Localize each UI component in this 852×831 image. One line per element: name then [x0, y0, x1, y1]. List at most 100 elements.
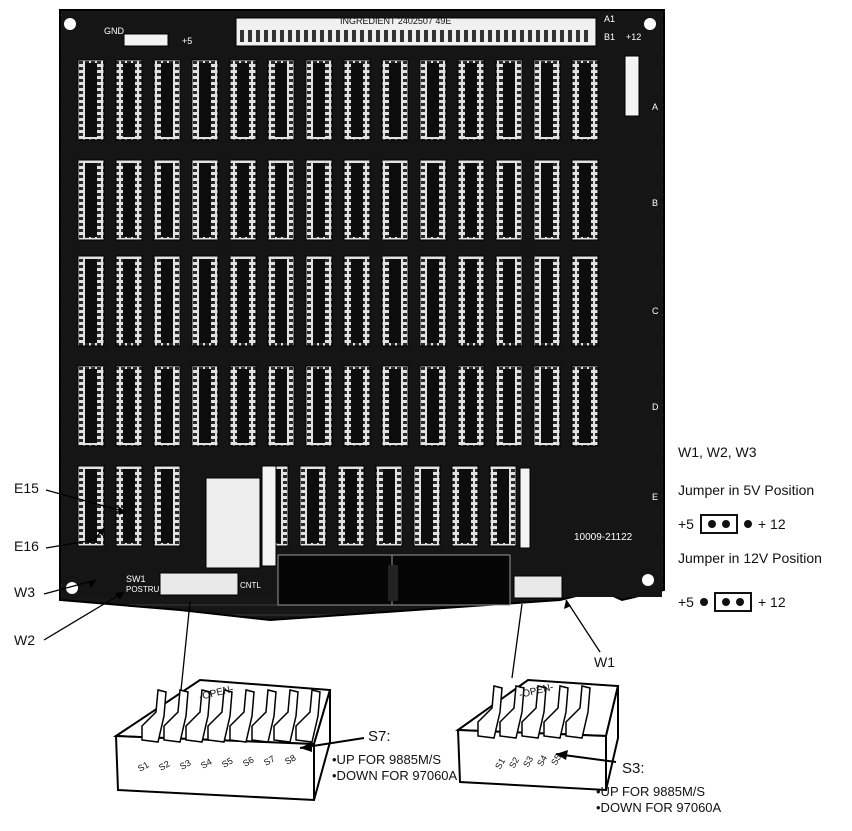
- s3-key-label: S5: [549, 752, 563, 767]
- dip-key: [229, 689, 255, 743]
- ic-chip: [571, 59, 599, 141]
- ic-chip: [153, 255, 181, 347]
- dip-key: [295, 689, 321, 743]
- ic-chip: [337, 465, 365, 547]
- b1-label: B1: [604, 32, 615, 42]
- legend-plus5-label: +5: [678, 516, 694, 532]
- sw1-label: SW1: [126, 574, 146, 584]
- ic-chip: [267, 59, 295, 141]
- dip-key: [499, 685, 525, 739]
- ic-chip: [533, 255, 561, 347]
- s7-key-label: S1: [136, 760, 151, 774]
- s7-title: S7:: [368, 728, 391, 745]
- ic-chip: [191, 365, 219, 447]
- s3-on-board: [513, 575, 563, 599]
- ic-chip: [305, 159, 333, 241]
- ic-chip: [153, 159, 181, 241]
- ic-chip: [115, 365, 143, 447]
- ic-chip: [451, 465, 479, 547]
- ic-chip: [571, 159, 599, 241]
- ic-chip: [495, 159, 523, 241]
- ic-chip: [77, 159, 105, 241]
- ic-chip: [191, 59, 219, 141]
- dip-key: [185, 689, 211, 743]
- ic-chip: [115, 465, 143, 547]
- ic-chip: [115, 255, 143, 347]
- ic-chip: [229, 159, 257, 241]
- legend-12v-diagram: +5 + 12: [678, 592, 786, 612]
- open-pin-dot: [743, 520, 752, 528]
- ic-chip: [381, 159, 409, 241]
- ic-chip: [533, 159, 561, 241]
- row-letter: E: [652, 492, 658, 502]
- legend-title: W1, W2, W3: [678, 444, 757, 460]
- gnd-pad-label: GND: [104, 26, 125, 36]
- s3-key-label: S2: [507, 755, 521, 770]
- row-letter: B: [652, 198, 658, 208]
- dip-key: [141, 689, 167, 743]
- row-letter: D: [652, 402, 659, 412]
- s3-key-label: S1: [493, 756, 507, 771]
- ic-chip: [267, 365, 295, 447]
- s3-note-down: •DOWN FOR 97060A: [596, 800, 722, 815]
- ic-chip: [77, 465, 105, 547]
- dip-key: [565, 685, 591, 739]
- ic-chip: [457, 59, 485, 141]
- ic-chip: [457, 255, 485, 347]
- ic-chip: [533, 59, 561, 141]
- legend-jumper-5v: Jumper in 5V Position: [678, 482, 815, 498]
- dip-key: [477, 685, 503, 739]
- ic-chip: [267, 255, 295, 347]
- ic-chip: [343, 159, 371, 241]
- plus12-pad-label: +12: [626, 32, 641, 42]
- ic-chip: [413, 465, 441, 547]
- ic-chip: [153, 59, 181, 141]
- s3-note-up: •UP FOR 9885M/S: [596, 784, 706, 799]
- dip-key: [251, 689, 277, 743]
- s3-switch-drawing: [455, 678, 620, 792]
- dip-key: [521, 685, 547, 739]
- ic-chip: [457, 159, 485, 241]
- e16-callout: E16: [14, 538, 39, 554]
- part-number: 10009-21122: [574, 532, 633, 543]
- legend-plus5-label-2: +5: [678, 594, 694, 610]
- ic-chip: [77, 59, 105, 141]
- w1-callout: W1: [594, 654, 615, 670]
- ic-chip: [495, 255, 523, 347]
- s3-title: S3:: [622, 760, 645, 777]
- s3-key-label: S4: [535, 753, 549, 768]
- dip-key: [207, 689, 233, 743]
- ic-chip: [153, 365, 181, 447]
- s7-note-down: •DOWN FOR 97060A: [332, 768, 458, 783]
- s7-note-up: •UP FOR 9885M/S: [332, 752, 442, 767]
- ic-chip: [419, 159, 447, 241]
- ic-chip: [495, 59, 523, 141]
- legend-plus12-label-2: + 12: [757, 594, 786, 610]
- ic-chip: [299, 465, 327, 547]
- s7-key-label: S3: [178, 758, 193, 772]
- ic-chip: [457, 365, 485, 447]
- cntl-label: CNTL: [240, 581, 261, 590]
- dip-key: [273, 689, 299, 743]
- ic-chip: [305, 59, 333, 141]
- s7-key-label: S8: [283, 753, 298, 767]
- row-letter: C: [652, 306, 659, 316]
- s7-key-label: S6: [241, 755, 256, 769]
- dip-key: [543, 685, 569, 739]
- ic-chip: [153, 465, 181, 547]
- s7-key-label: S2: [157, 759, 172, 773]
- bottom-connector-left: [277, 554, 393, 606]
- ic-chip: [191, 255, 219, 347]
- w3-callout: W3: [14, 584, 35, 600]
- jumper-block-5v: [699, 514, 738, 534]
- ic-chip: [381, 365, 409, 447]
- s3-key-label: S3: [521, 754, 535, 769]
- s7-key-label: S5: [220, 756, 235, 770]
- s7-key-label: S7: [262, 754, 277, 768]
- ic-chip: [267, 159, 295, 241]
- ic-chip: [419, 365, 447, 447]
- silkscreen-top: INGREDIENT 2402507 49E: [340, 16, 451, 26]
- ic-chip: [305, 365, 333, 447]
